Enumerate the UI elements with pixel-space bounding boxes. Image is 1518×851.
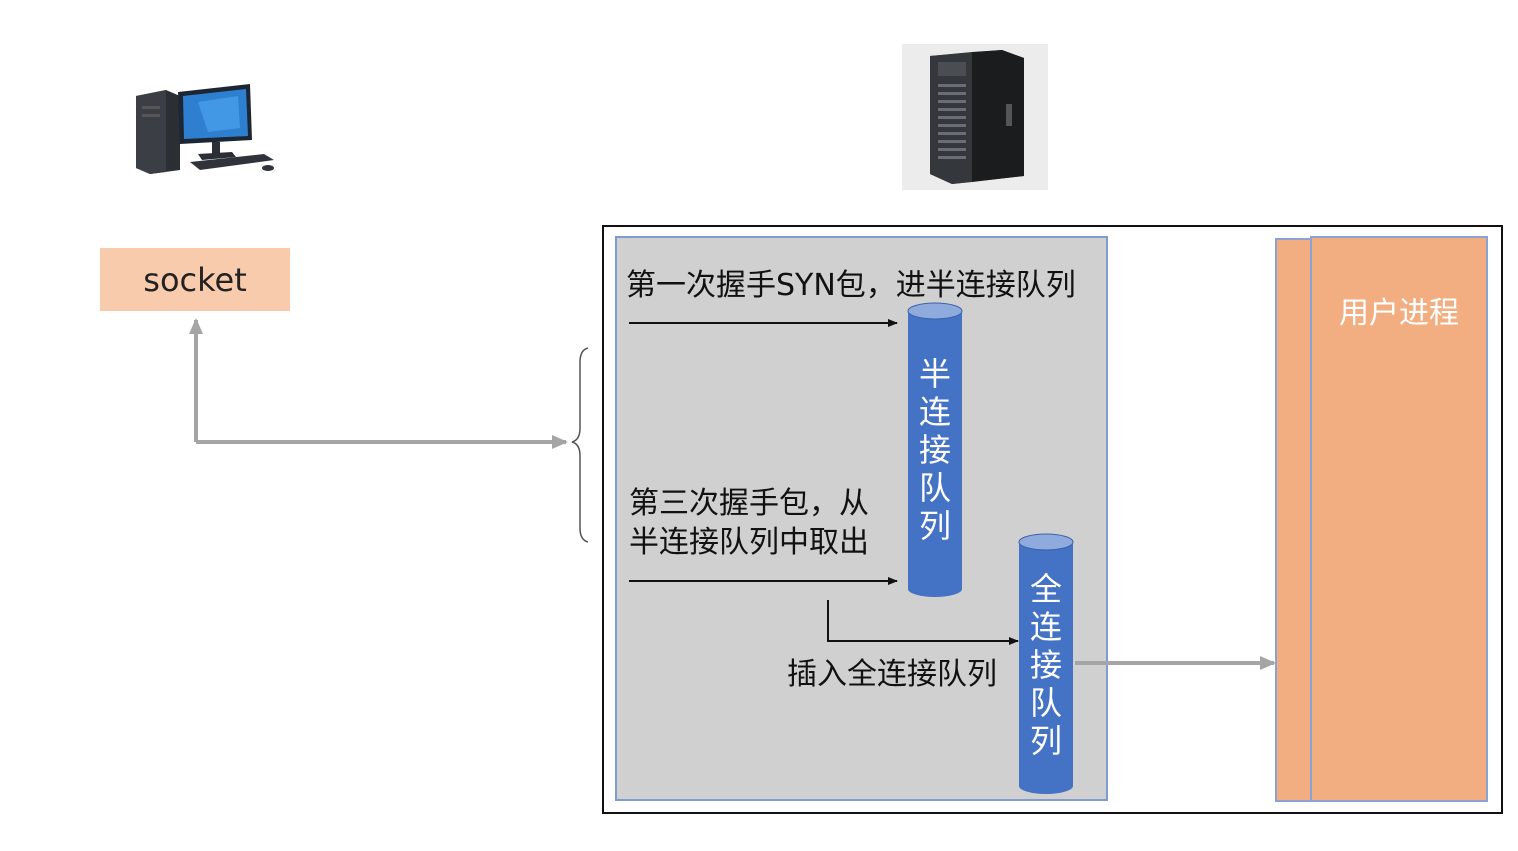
half-queue-char: 列 xyxy=(918,507,951,545)
half-connection-queue xyxy=(907,302,963,597)
insert-label: 插入全连接队列 xyxy=(787,657,997,692)
full-queue-char: 全 xyxy=(1029,570,1062,608)
user-process-panel xyxy=(1310,236,1488,802)
desktop-computer-icon xyxy=(136,84,274,174)
half-queue-label: 半 连 接 队 列 xyxy=(907,355,963,545)
half-queue-char: 接 xyxy=(918,431,951,469)
socket-label: socket xyxy=(143,260,247,299)
ack-label-line2: 半连接队列中取出 xyxy=(629,525,869,560)
full-queue-char: 列 xyxy=(1029,722,1062,760)
curly-brace xyxy=(571,347,589,543)
half-queue-char: 连 xyxy=(918,393,951,431)
ack-label-line1: 第三次握手包，从 xyxy=(629,486,869,521)
insert-arrow xyxy=(827,600,1019,645)
user-process-label: 用户进程 xyxy=(1339,296,1459,331)
socket-box: socket xyxy=(100,248,290,311)
half-queue-char: 队 xyxy=(918,469,951,507)
full-queue-label: 全 连 接 队 列 xyxy=(1018,570,1074,760)
tower-server-icon xyxy=(902,44,1048,190)
full-connection-queue xyxy=(1018,533,1074,794)
full-queue-char: 接 xyxy=(1029,646,1062,684)
half-queue-char: 半 xyxy=(918,355,951,393)
syn-label: 第一次握手SYN包，进半连接队列 xyxy=(626,268,1076,303)
full-queue-char: 队 xyxy=(1029,684,1062,722)
full-queue-char: 连 xyxy=(1029,608,1062,646)
